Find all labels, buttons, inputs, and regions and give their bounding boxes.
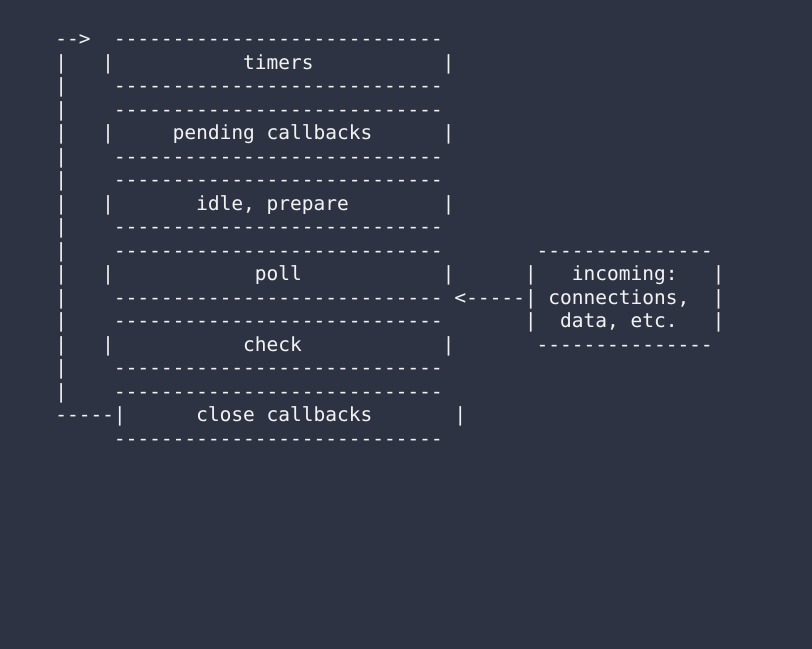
event-loop-ascii-diagram: --> ---------------------------- | | tim… — [55, 27, 725, 450]
